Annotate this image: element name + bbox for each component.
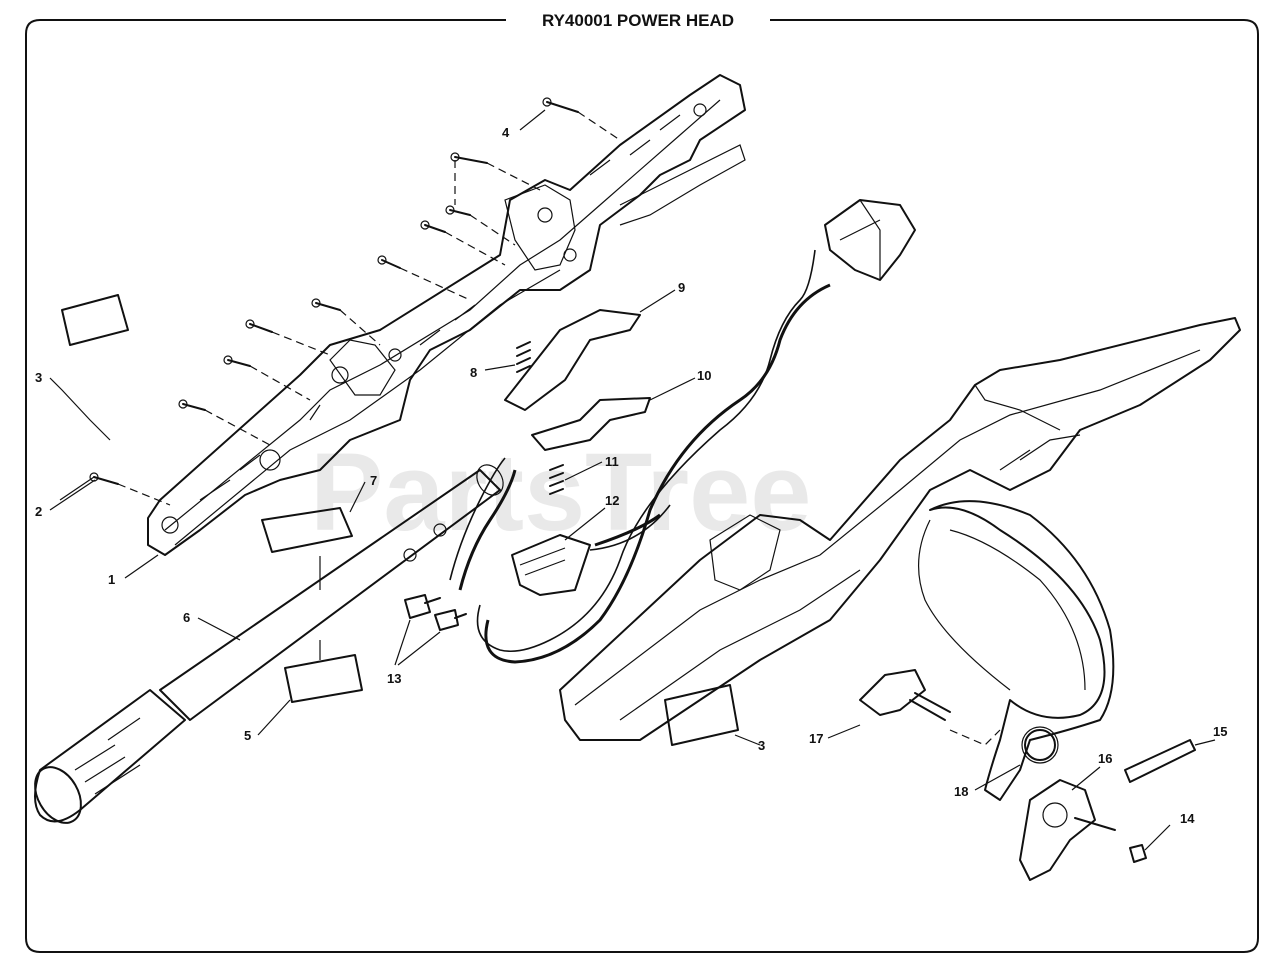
- callout-16: 16: [1098, 751, 1112, 766]
- label-part-7: [261, 481, 366, 590]
- label-part-5: [257, 640, 363, 736]
- clamp-hardware: [974, 729, 1216, 881]
- callout-12: 12: [605, 493, 619, 508]
- housing-right-half: [559, 317, 1241, 746]
- screws-part-13: [394, 594, 467, 666]
- callout-11: 11: [605, 454, 619, 469]
- watermark: PartsTree: [310, 431, 811, 554]
- callout-3-right: 3: [758, 738, 765, 753]
- callout-6: 6: [183, 610, 190, 625]
- battery-connector: [824, 199, 916, 281]
- callout-1: 1: [108, 572, 115, 587]
- knob-part-17: [827, 669, 1001, 746]
- callout-14: 14: [1180, 811, 1195, 826]
- diagram-frame: [25, 19, 1259, 953]
- callout-4: 4: [502, 125, 510, 140]
- callout-9: 9: [678, 280, 685, 295]
- leader-part-4: [519, 109, 546, 131]
- callout-7: 7: [370, 473, 377, 488]
- trigger-parts: [484, 289, 696, 495]
- callout-2: 2: [35, 504, 42, 519]
- tube-part-6: [34, 464, 504, 824]
- callout-5: 5: [244, 728, 251, 743]
- screws-part-4: [59, 97, 621, 506]
- wiring-harness: [449, 249, 831, 664]
- callout-8: 8: [470, 365, 477, 380]
- diagram-title: RY40001 POWER HEAD: [542, 11, 734, 30]
- label-part-3-left: [49, 294, 129, 441]
- callout-17: 17: [809, 731, 823, 746]
- leader-part-2: [49, 479, 96, 511]
- callout-15: 15: [1213, 724, 1227, 739]
- callout-18: 18: [954, 784, 968, 799]
- leader-part-1: [124, 554, 159, 579]
- assist-handle: [918, 500, 1115, 801]
- callout-13: 13: [387, 671, 401, 686]
- housing-left-half: [147, 74, 746, 556]
- callout-10: 10: [697, 368, 711, 383]
- callout-3-left: 3: [35, 370, 42, 385]
